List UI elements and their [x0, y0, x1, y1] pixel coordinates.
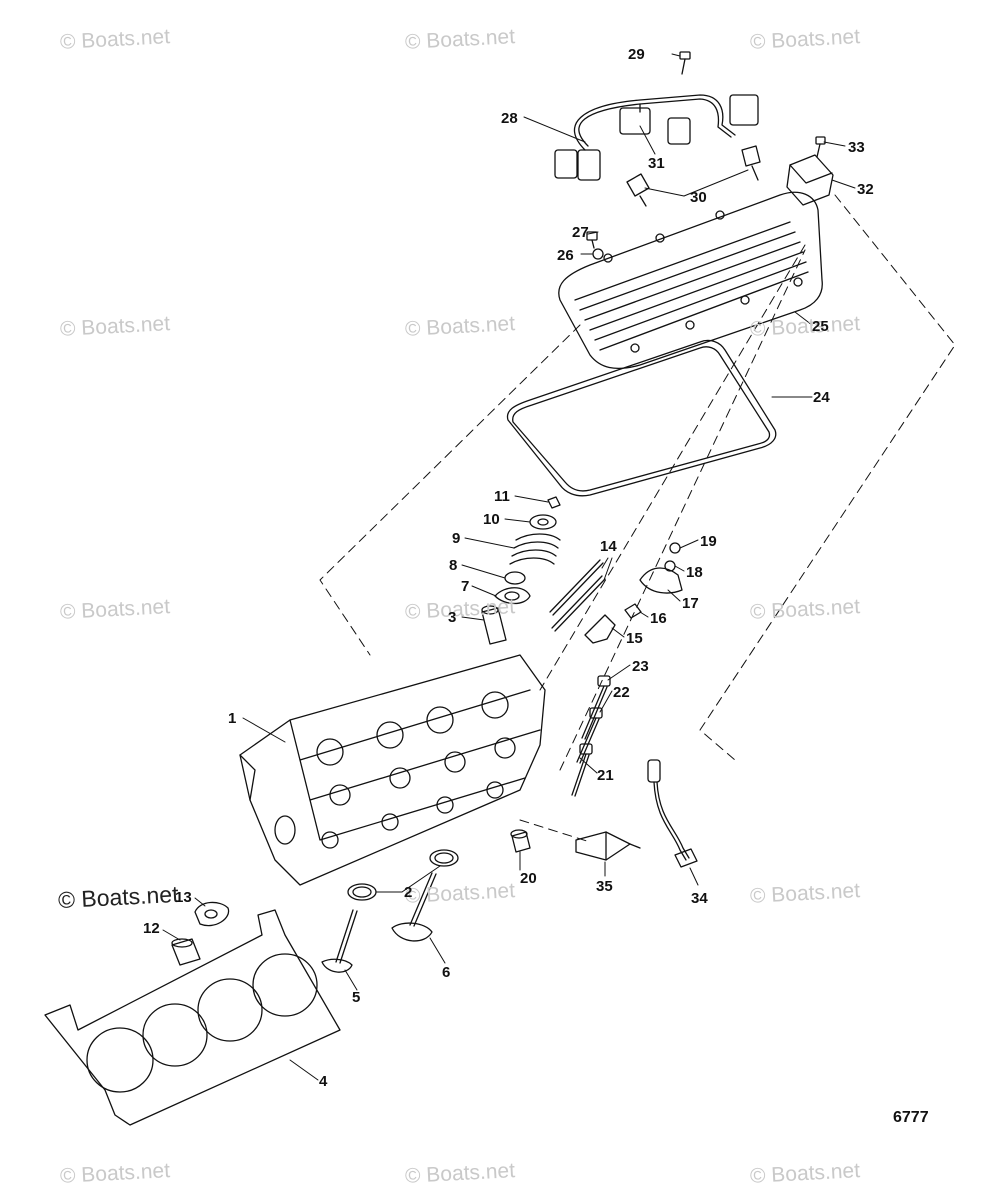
callout-16: 16	[650, 610, 667, 627]
cylinder-head	[239, 654, 546, 886]
callout-7: 7	[461, 578, 470, 595]
callout-26: 26	[557, 247, 574, 264]
callout-33: 33	[848, 139, 865, 156]
callout-15: 15	[626, 630, 643, 647]
valve-cover	[558, 191, 823, 369]
callout-23: 23	[632, 658, 649, 675]
callout-14: 14	[600, 538, 617, 555]
figure-number: 6777	[893, 1109, 929, 1126]
leader-lines	[162, 53, 856, 1081]
callout-22: 22	[613, 684, 630, 701]
callout-4: 4	[319, 1073, 328, 1090]
harness-clips	[626, 145, 761, 207]
valve-spring-stack	[494, 496, 561, 605]
assembly-dashed-lines	[319, 194, 956, 843]
callout-25: 25	[812, 318, 829, 335]
callout-8: 8	[449, 557, 458, 574]
callout-17: 17	[682, 595, 699, 612]
pushrods	[549, 559, 606, 632]
callout-5: 5	[352, 989, 361, 1006]
valves	[321, 872, 437, 973]
head-bolts	[571, 675, 611, 797]
valve-seals	[347, 849, 459, 901]
callout-11: 11	[494, 488, 510, 505]
callout-24: 24	[813, 389, 830, 406]
valve-cover-gasket	[506, 339, 777, 497]
callout-32: 32	[857, 181, 874, 198]
spark-plug-wire	[647, 759, 698, 868]
callout-6: 6	[442, 964, 451, 981]
callout-34: 34	[691, 890, 708, 907]
callout-2: 2	[404, 884, 413, 901]
callout-12: 12	[143, 920, 160, 937]
callout-30: 30	[690, 189, 707, 206]
callout-19: 19	[700, 533, 717, 550]
wiring-harness	[554, 94, 759, 181]
callout-13: 13	[175, 889, 192, 906]
fitting-and-gasket	[171, 901, 230, 966]
spark-plug	[575, 831, 641, 861]
callout-29: 29	[628, 46, 645, 63]
callout-21: 21	[597, 767, 614, 784]
rocker-arm-parts	[584, 542, 683, 644]
callout-3: 3	[448, 609, 457, 626]
callout-27: 27	[572, 224, 589, 241]
callout-35: 35	[596, 878, 613, 895]
callout-31: 31	[648, 155, 665, 172]
plug-20	[510, 829, 531, 853]
callout-9: 9	[452, 530, 461, 547]
valve-guide	[481, 605, 507, 645]
bolt-29	[679, 51, 691, 75]
callout-18: 18	[686, 564, 703, 581]
callout-10: 10	[483, 511, 500, 528]
callout-1: 1	[228, 710, 237, 727]
callout-20: 20	[520, 870, 537, 887]
grommet-and-bolt	[586, 231, 604, 260]
ignition-coil	[786, 136, 834, 206]
head-gasket	[44, 909, 341, 1126]
callout-28: 28	[501, 110, 518, 127]
